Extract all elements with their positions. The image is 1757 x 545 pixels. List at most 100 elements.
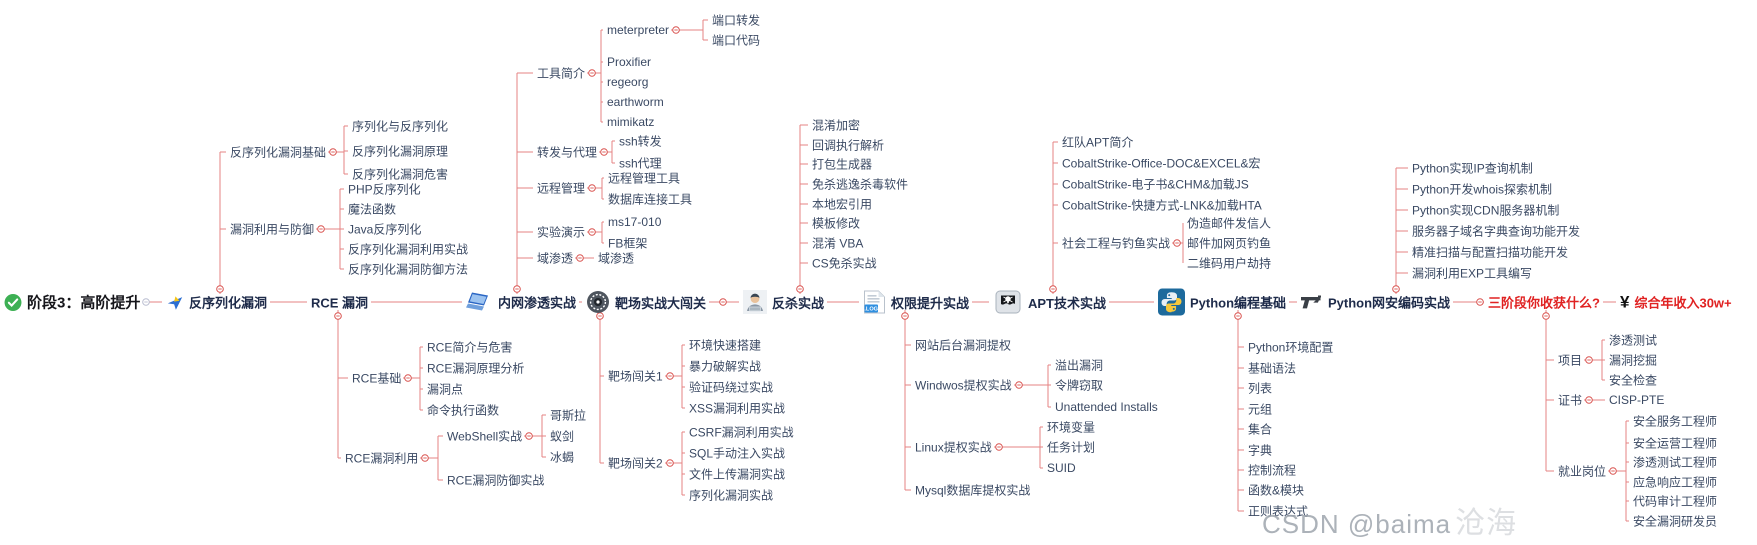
node-a1c2[interactable]: 反序列化漏洞原理 [352,143,448,160]
node-a2c3[interactable]: Java反序列化 [348,221,421,238]
node-d1c3[interactable]: 验证码绕过实战 [689,379,773,396]
node-a1c1[interactable]: 序列化与反序列化 [352,118,448,135]
node-d2[interactable]: 靶场闯关2 [608,455,663,472]
node-f4[interactable]: Mysql数据库提权实战 [915,482,1030,499]
node-c1c1[interactable]: meterpreter [607,23,669,37]
node-range[interactable]: 靶场实战大闯关 [586,290,706,314]
node-antikill[interactable]: 反杀实战 [743,290,824,314]
node-c2c2[interactable]: ssh代理 [619,155,662,172]
node-j1c2[interactable]: 漏洞挖掘 [1609,352,1657,369]
node-h8[interactable]: 函数&模块 [1248,482,1304,499]
node-a2[interactable]: 漏洞利用与防御 [230,221,314,238]
node-g5[interactable]: 社会工程与钓鱼实战 [1062,235,1170,252]
node-b1c1[interactable]: RCE简介与危害 [427,339,512,356]
node-j1[interactable]: 项目 [1558,352,1582,369]
node-e2[interactable]: 回调执行解析 [812,137,884,154]
node-e3[interactable]: 打包生成器 [812,156,872,173]
node-c3[interactable]: 远程管理 [537,180,585,197]
node-f2c2[interactable]: 令牌窃取 [1055,377,1103,394]
node-d1c1[interactable]: 环境快速搭建 [689,337,761,354]
node-a1[interactable]: 反序列化漏洞基础 [230,144,326,161]
node-j1c1[interactable]: 渗透测试 [1609,332,1657,349]
node-c2[interactable]: 转发与代理 [537,144,597,161]
node-c4[interactable]: 实验演示 [537,224,585,241]
node-b1c4[interactable]: 命令执行函数 [427,402,499,419]
node-c3c1[interactable]: 远程管理工具 [608,170,680,187]
node-f2[interactable]: Windwos提权实战 [915,377,1012,394]
node-c1c1b[interactable]: 端口代码 [712,32,760,49]
node-c1c4[interactable]: earthworm [607,95,664,109]
node-g5c3[interactable]: 二维码用户劫持 [1187,255,1271,272]
node-c5c1[interactable]: 域渗透 [598,250,634,267]
node-f3c3[interactable]: SUID [1047,461,1076,475]
node-c1c5[interactable]: mimikatz [607,115,654,129]
node-j1c3[interactable]: 安全检查 [1609,372,1657,389]
node-i3[interactable]: Python实现CDN服务器机制 [1412,202,1559,219]
node-c1c1a[interactable]: 端口转发 [712,12,760,29]
node-j3c2[interactable]: 安全运营工程师 [1633,435,1717,452]
node-apt[interactable]: APT技术实战 [993,287,1106,317]
node-d1c4[interactable]: XSS漏洞利用实战 [689,400,785,417]
node-a2c4[interactable]: 反序列化漏洞利用实战 [348,241,468,258]
node-i1[interactable]: Python实现IP查询机制 [1412,160,1533,177]
node-income[interactable]: ¥综合年收入30w+ [1620,293,1732,312]
node-g4[interactable]: CobaltStrike-快捷方式-LNK&加载HTA [1062,197,1262,214]
node-d1[interactable]: 靶场闯关1 [608,368,663,385]
node-g1[interactable]: 红队APT简介 [1062,134,1133,151]
node-j3c1[interactable]: 安全服务工程师 [1633,413,1717,430]
node-a2c2[interactable]: 魔法函数 [348,201,396,218]
node-c4c2[interactable]: FB框架 [608,235,647,252]
node-h9[interactable]: 正则表达式 [1248,503,1308,520]
node-intranet[interactable]: 内网渗透实战 [466,291,576,314]
node-d2c3[interactable]: 文件上传漏洞实战 [689,466,785,483]
node-f2c3[interactable]: Unattended Installs [1055,400,1158,414]
node-c1[interactable]: 工具简介 [537,65,585,82]
node-c3c2[interactable]: 数据库连接工具 [608,191,692,208]
node-b1[interactable]: RCE基础 [352,370,401,387]
node-rce[interactable]: RCE 漏洞 [311,293,368,312]
node-j3[interactable]: 就业岗位 [1558,463,1606,480]
node-f1[interactable]: 网站后台漏洞提权 [915,337,1011,354]
node-root[interactable]: 阶段3：高阶提升 [4,292,140,313]
node-f3c1[interactable]: 环境变量 [1047,419,1095,436]
node-b2c1[interactable]: WebShell实战 [447,428,522,445]
node-e4[interactable]: 免杀逃逸杀毒软件 [812,176,908,193]
node-d2c2[interactable]: SQL手动注入实战 [689,445,785,462]
node-f3[interactable]: Linux提权实战 [915,439,992,456]
node-j2c1[interactable]: CISP-PTE [1609,393,1664,407]
node-e5[interactable]: 本地宏引用 [812,196,872,213]
node-b2c1b[interactable]: 蚁剑 [550,428,574,445]
node-c2c1[interactable]: ssh转发 [619,133,662,150]
node-a2c5[interactable]: 反序列化漏洞防御方法 [348,261,468,278]
node-c1c3[interactable]: regeorg [607,75,648,89]
node-h6[interactable]: 字典 [1248,442,1272,459]
node-c5[interactable]: 域渗透 [537,250,573,267]
node-h7[interactable]: 控制流程 [1248,462,1296,479]
node-b1c3[interactable]: 漏洞点 [427,381,463,398]
node-e7[interactable]: 混淆 VBA [812,235,863,252]
node-harvest[interactable]: 三阶段你收获什么? [1488,293,1600,312]
node-d1c2[interactable]: 暴力破解实战 [689,358,761,375]
node-i6[interactable]: 漏洞利用EXP工具编写 [1412,265,1532,282]
node-g5c1[interactable]: 伪造邮件发信人 [1187,215,1271,232]
node-pysec[interactable]: Python网安编码实战 [1301,293,1450,312]
node-c4c1[interactable]: ms17-010 [608,215,661,229]
node-b2c1a[interactable]: 哥斯拉 [550,407,586,424]
node-h3[interactable]: 列表 [1248,380,1272,397]
node-e6[interactable]: 模板修改 [812,215,860,232]
node-b1c2[interactable]: RCE漏洞原理分析 [427,360,524,377]
node-g3[interactable]: CobaltStrike-电子书&CHM&加载JS [1062,176,1249,193]
node-j3c4[interactable]: 应急响应工程师 [1633,474,1717,491]
node-g5c2[interactable]: 邮件加网页钓鱼 [1187,235,1271,252]
node-d2c1[interactable]: CSRF漏洞利用实战 [689,424,794,441]
node-j3c6[interactable]: 安全漏洞研发员 [1633,513,1717,530]
node-g2[interactable]: CobaltStrike-Office-DOC&EXCEL&宏 [1062,155,1261,172]
node-c1c2[interactable]: Proxifier [607,55,651,69]
node-j2[interactable]: 证书 [1558,392,1582,409]
node-h2[interactable]: 基础语法 [1248,360,1296,377]
node-i5[interactable]: 精准扫描与配置扫描功能开发 [1412,244,1568,261]
node-a2c1[interactable]: PHP反序列化 [348,181,421,198]
node-d2c4[interactable]: 序列化漏洞实战 [689,487,773,504]
node-b2c2[interactable]: RCE漏洞防御实战 [447,472,544,489]
